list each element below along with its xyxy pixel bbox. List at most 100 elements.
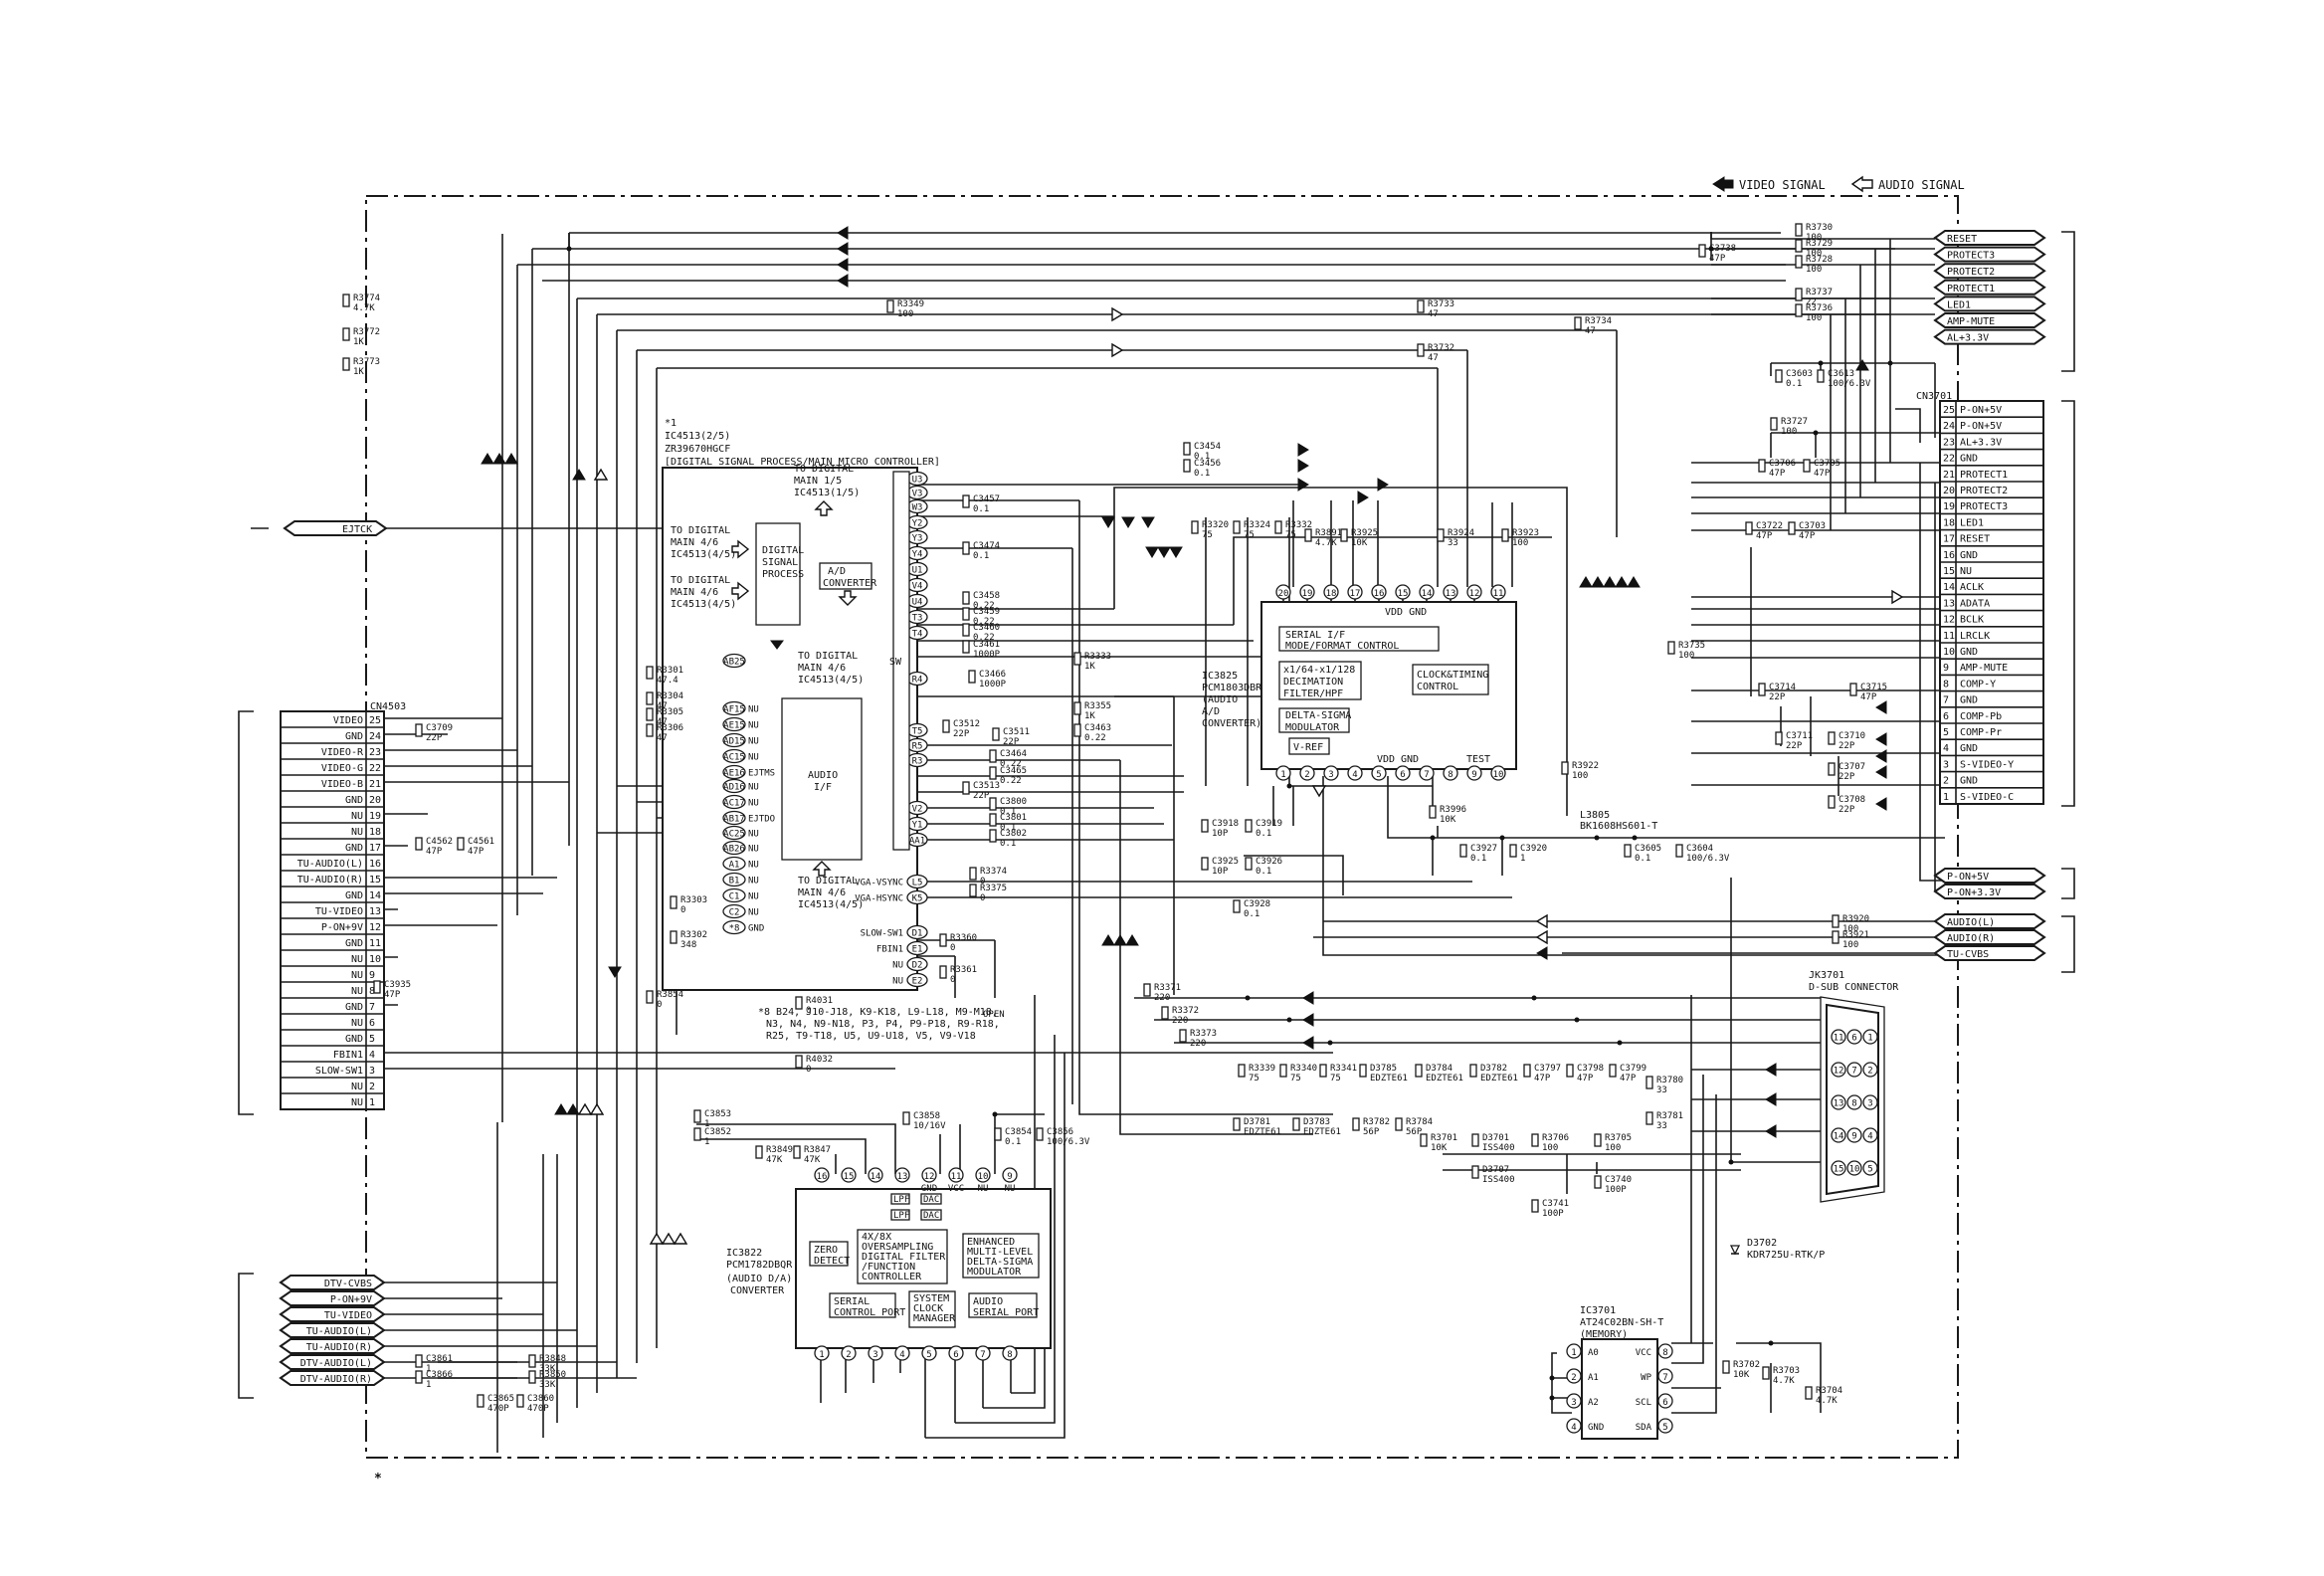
component-ref: R3727 — [1781, 417, 1808, 427]
audio-arrow-icon — [577, 1102, 593, 1115]
component-symbol — [1245, 857, 1253, 871]
lpf2: LPF — [893, 1211, 909, 1221]
cn4503-pin-number: 19 — [369, 811, 381, 822]
component-symbol — [1646, 1076, 1653, 1089]
video-arrow-icon — [1101, 516, 1115, 528]
component-ref: R3372 — [1172, 1006, 1199, 1016]
component-value: 47P — [1799, 531, 1816, 541]
ic4513-pin-id: Y2 — [912, 519, 923, 529]
cn3701-pin-number: 12 — [1943, 615, 1955, 626]
component-ref: R3371 — [1154, 983, 1181, 993]
component-value: 10K — [1351, 538, 1368, 548]
component-symbol — [1501, 528, 1509, 542]
component-symbol — [1417, 343, 1425, 357]
component-value: 100/6.3V — [1047, 1137, 1090, 1147]
component-ref: R3780 — [1656, 1076, 1683, 1085]
component-ref: C3613 — [1828, 369, 1854, 379]
component-symbol — [1795, 223, 1803, 237]
component-ref: R3324 — [1244, 520, 1270, 530]
cn3701-pin-number: 10 — [1943, 647, 1955, 658]
ic3825-dsm1: DELTA-SIGMA — [1285, 710, 1351, 721]
ic3822-pin — [868, 1167, 883, 1183]
component-value: 33 — [1448, 538, 1458, 548]
component-value: 1000P — [979, 680, 1007, 690]
component-symbol — [1828, 795, 1836, 809]
dsub-pin-number: 1 — [1867, 1034, 1872, 1044]
component-value: 0 — [980, 877, 985, 886]
ic3822-pin-label: VCC — [948, 1184, 964, 1194]
component-symbol — [1191, 520, 1199, 534]
sys1: SYSTEM — [913, 1293, 949, 1304]
right-top-label: RESET — [1947, 234, 1977, 245]
component-symbol — [342, 327, 350, 341]
ic3822-pin-number: 13 — [897, 1172, 908, 1182]
ic4513-pin-id: *8 — [729, 924, 740, 934]
component-ref: C3858 — [913, 1111, 940, 1121]
component-ref: R3704 — [1816, 1386, 1842, 1396]
dsub-pin — [1846, 1160, 1862, 1176]
ic4513-pin-label: NU — [748, 721, 759, 731]
ic4513-pin-label: NU — [748, 737, 759, 747]
video-arrow-icon — [1302, 1036, 1314, 1050]
ic4513-pin-id: Y1 — [912, 821, 923, 831]
component-symbol — [670, 895, 678, 909]
component-value: 0.1 — [1000, 823, 1016, 833]
ic4513-pin-bubble — [722, 856, 746, 872]
ic4513-pin-label: NU — [748, 845, 759, 855]
ic4513-pin-bubble — [722, 840, 746, 856]
component-symbol — [962, 607, 970, 621]
component-ref: C3457 — [973, 494, 1000, 504]
component-value: 100 — [1542, 1143, 1558, 1153]
cn4503-pin-number: 4 — [369, 1050, 375, 1061]
component-symbol — [528, 1370, 536, 1384]
right-top-tag — [1933, 263, 2046, 280]
cn3701-pin-number: 2 — [1943, 776, 1949, 787]
component-ref: C3738 — [1709, 244, 1736, 254]
component-ref: C3709 — [426, 723, 453, 733]
component-symbol — [1531, 1199, 1539, 1213]
ic3825-decim2: DECIMATION — [1283, 677, 1343, 688]
component-ref: R3339 — [1249, 1064, 1275, 1074]
component-ref: C3802 — [1000, 829, 1027, 839]
down-arrow-icon — [770, 640, 784, 650]
component-ref: R3702 — [1733, 1360, 1760, 1370]
ic3825-pin — [1299, 765, 1315, 781]
component-ref: R3732 — [1428, 343, 1454, 353]
video-arrow-icon — [1297, 459, 1309, 473]
ic3825-test: TEST — [1466, 754, 1490, 765]
ic4513-pin-id: D2 — [912, 961, 923, 971]
ic3822-pin — [814, 1345, 830, 1361]
component-value: 0.1 — [1256, 829, 1271, 839]
ic3825-pin-number: 12 — [1469, 589, 1480, 599]
right-audio-tag — [1933, 913, 2046, 929]
component-value: 10K — [1733, 1370, 1750, 1380]
component-ref: C3465 — [1000, 766, 1027, 776]
component-symbol — [1179, 1029, 1187, 1043]
ic3825-pin-number: 6 — [1400, 770, 1405, 780]
component-symbol — [693, 1127, 701, 1141]
ic3701-pin-label: SDA — [1636, 1423, 1652, 1433]
component-symbol — [1201, 857, 1209, 871]
ic3822-pin-number: 9 — [1007, 1172, 1012, 1182]
audio-arrow-icon — [1535, 929, 1548, 945]
component-symbol — [1805, 1386, 1813, 1400]
dsub-pin-number: 15 — [1834, 1165, 1844, 1175]
ic3701-pin — [1566, 1343, 1582, 1359]
dsub-pin-number: 13 — [1834, 1099, 1844, 1109]
video-arrow-icon — [1125, 934, 1139, 946]
cn4503-pin-label: GND — [345, 795, 363, 806]
ic4513-pin-label: EJTMS — [748, 769, 775, 779]
dac2: DAC — [923, 1211, 939, 1221]
ic4513-pin-label: FBIN1 — [876, 945, 903, 955]
component-ref: R3854 — [657, 990, 683, 1000]
right-mid-connector: P-ON+5VP-ON+3.3V — [1933, 868, 2046, 899]
